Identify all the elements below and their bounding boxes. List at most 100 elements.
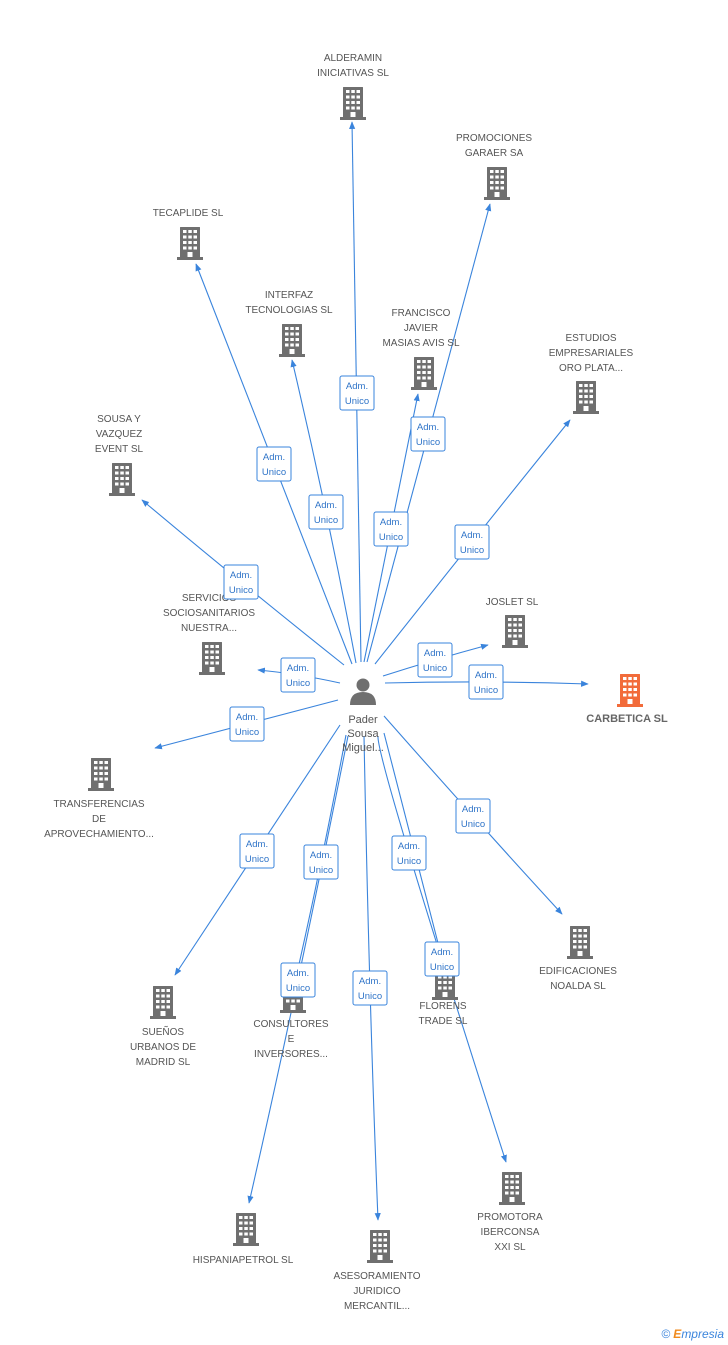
building-icon [502, 615, 528, 648]
building-icon [367, 1230, 393, 1263]
company-label: HISPANIAPETROL SL [193, 1255, 294, 1266]
relation-label-servicios[interactable]: Adm.Unico [280, 657, 316, 693]
relation-label-text: Adm. [287, 968, 309, 979]
company-label: SOCIOSANITARIOS [163, 608, 255, 619]
relation-label-oroplata[interactable]: Adm. Unico [454, 524, 490, 560]
relation-label-garaer[interactable]: Adm.Unico [410, 416, 446, 452]
relation-label-box [454, 524, 490, 560]
relation-label-box [256, 446, 292, 482]
relation-label-text: Unico [229, 585, 253, 596]
relation-label-box [339, 375, 375, 411]
person-name-label: Sousa [347, 728, 379, 740]
relation-label-text: Unico [345, 396, 369, 407]
company-node-joslet[interactable]: JOSLET SL [486, 597, 539, 648]
relation-label-asesoramiento[interactable]: Adm.Unico [352, 970, 388, 1006]
relation-label-interfaz[interactable]: Adm.Unico [308, 494, 344, 530]
relation-label-suenos[interactable]: Adm.Unico [239, 833, 275, 869]
relation-label-text: Adm. [230, 570, 252, 581]
relation-label-box [455, 798, 491, 834]
relation-label-text: Adm. [424, 648, 446, 659]
brand-logo[interactable]: Empresia [673, 1327, 724, 1341]
relation-label-sousavazquez[interactable]: Adm. Unico [223, 564, 259, 600]
company-label: SUEÑOS [142, 1025, 185, 1038]
relation-label-alderamin[interactable]: Adm.Unico [339, 375, 375, 411]
relation-label-text: Unico [430, 962, 454, 973]
person-name-label: Miguel... [342, 742, 384, 754]
relation-label-consultores[interactable]: Adm.Unico [303, 844, 339, 880]
company-label: E [288, 1034, 295, 1045]
company-label: INVERSORES... [254, 1049, 328, 1060]
relation-label-transferencias[interactable]: Adm.Unico [229, 706, 265, 742]
relation-label-tecaplide[interactable]: Adm.Unico [256, 446, 292, 482]
company-label: JOSLET SL [486, 597, 539, 608]
company-label: INICIATIVAS SL [317, 68, 389, 79]
relation-label-box [417, 642, 453, 678]
company-label: NUESTRA... [181, 623, 237, 634]
company-label: XXI SL [494, 1242, 526, 1253]
company-node-servicios[interactable]: SERVICIOSSOCIOSANITARIOSNUESTRA... [163, 593, 255, 675]
company-node-tecaplide[interactable]: TECAPLIDE SL [153, 208, 224, 260]
company-node-alderamin[interactable]: ALDERAMIN INICIATIVAS SL [317, 53, 389, 120]
company-label: ASESORAMIENTO [333, 1271, 420, 1282]
building-icon [177, 227, 203, 260]
relation-label-carbetica[interactable]: Adm.Unico [468, 664, 504, 700]
relation-label-box [468, 664, 504, 700]
nodes-layer: ALDERAMIN INICIATIVAS SL PROMOCIONESGARAER… [44, 53, 668, 1312]
company-label: EDIFICACIONES [539, 966, 617, 977]
building-icon [199, 642, 225, 675]
company-label: INTERFAZ [265, 290, 313, 301]
company-label: ALDERAMIN [324, 53, 382, 64]
company-label: TRADE SL [419, 1016, 468, 1027]
relation-label-text: Adm. [380, 517, 402, 528]
relation-label-noalda[interactable]: Adm.Unico [455, 798, 491, 834]
footer-brand: ©Empresia [661, 1327, 724, 1341]
relation-label-text: Unico [262, 467, 286, 478]
relation-label-masias[interactable]: Adm.Unico [373, 511, 409, 547]
company-label: PROMOTORA [477, 1212, 543, 1223]
company-label: CARBETICA SL [586, 713, 668, 725]
center-person[interactable]: PaderSousaMiguel... [342, 678, 384, 755]
relation-label-text: Adm. [461, 530, 483, 541]
building-icon [617, 674, 643, 707]
brand-rest: mpresia [681, 1327, 724, 1341]
company-node-noalda[interactable]: EDIFICACIONES NOALDA SL [539, 926, 617, 992]
company-node-consultores[interactable]: CONSULTORESEINVERSORES... [253, 980, 329, 1060]
copyright-icon: © [661, 1327, 671, 1341]
company-node-transferencias[interactable]: TRANSFERENCIASDEAPROVECHAMIENTO... [44, 758, 154, 840]
relation-label-joslet[interactable]: Adm.Unico [417, 642, 453, 678]
relation-label-text: Unico [460, 545, 484, 556]
building-icon [279, 324, 305, 357]
company-label: VAZQUEZ [96, 429, 142, 440]
relation-label-text: Adm. [417, 422, 439, 433]
relation-label-text: Adm. [246, 839, 268, 850]
building-icon [88, 758, 114, 791]
relation-label-box [352, 970, 388, 1006]
relation-label-box [223, 564, 259, 600]
company-label: EMPRESARIALES [549, 348, 634, 359]
company-node-hispaniapetrol[interactable]: HISPANIAPETROL SL [193, 1213, 294, 1266]
company-label: NOALDA SL [550, 981, 606, 992]
relation-label-text: Adm. [287, 663, 309, 674]
relation-label-text: Unico [309, 865, 333, 876]
relation-label-text: Adm. [398, 841, 420, 852]
building-icon [499, 1172, 525, 1205]
relation-label-text: Adm. [431, 947, 453, 958]
building-icon [233, 1213, 259, 1246]
relation-label-hispaniapetrol[interactable]: Adm.Unico [280, 962, 316, 998]
person-name-label: Pader [348, 714, 378, 726]
relation-label-florens[interactable]: Adm. Unico [424, 941, 460, 977]
relation-label-iberconsa[interactable]: Adm.Unico [391, 835, 427, 871]
company-label: GARAER SA [465, 148, 524, 159]
company-node-asesoramiento[interactable]: ASESORAMIENTOJURIDICOMERCANTIL... [333, 1230, 421, 1312]
company-node-carbetica[interactable]: CARBETICA SL [586, 674, 668, 725]
relation-label-text: Unico [358, 991, 382, 1002]
relation-label-box [391, 835, 427, 871]
